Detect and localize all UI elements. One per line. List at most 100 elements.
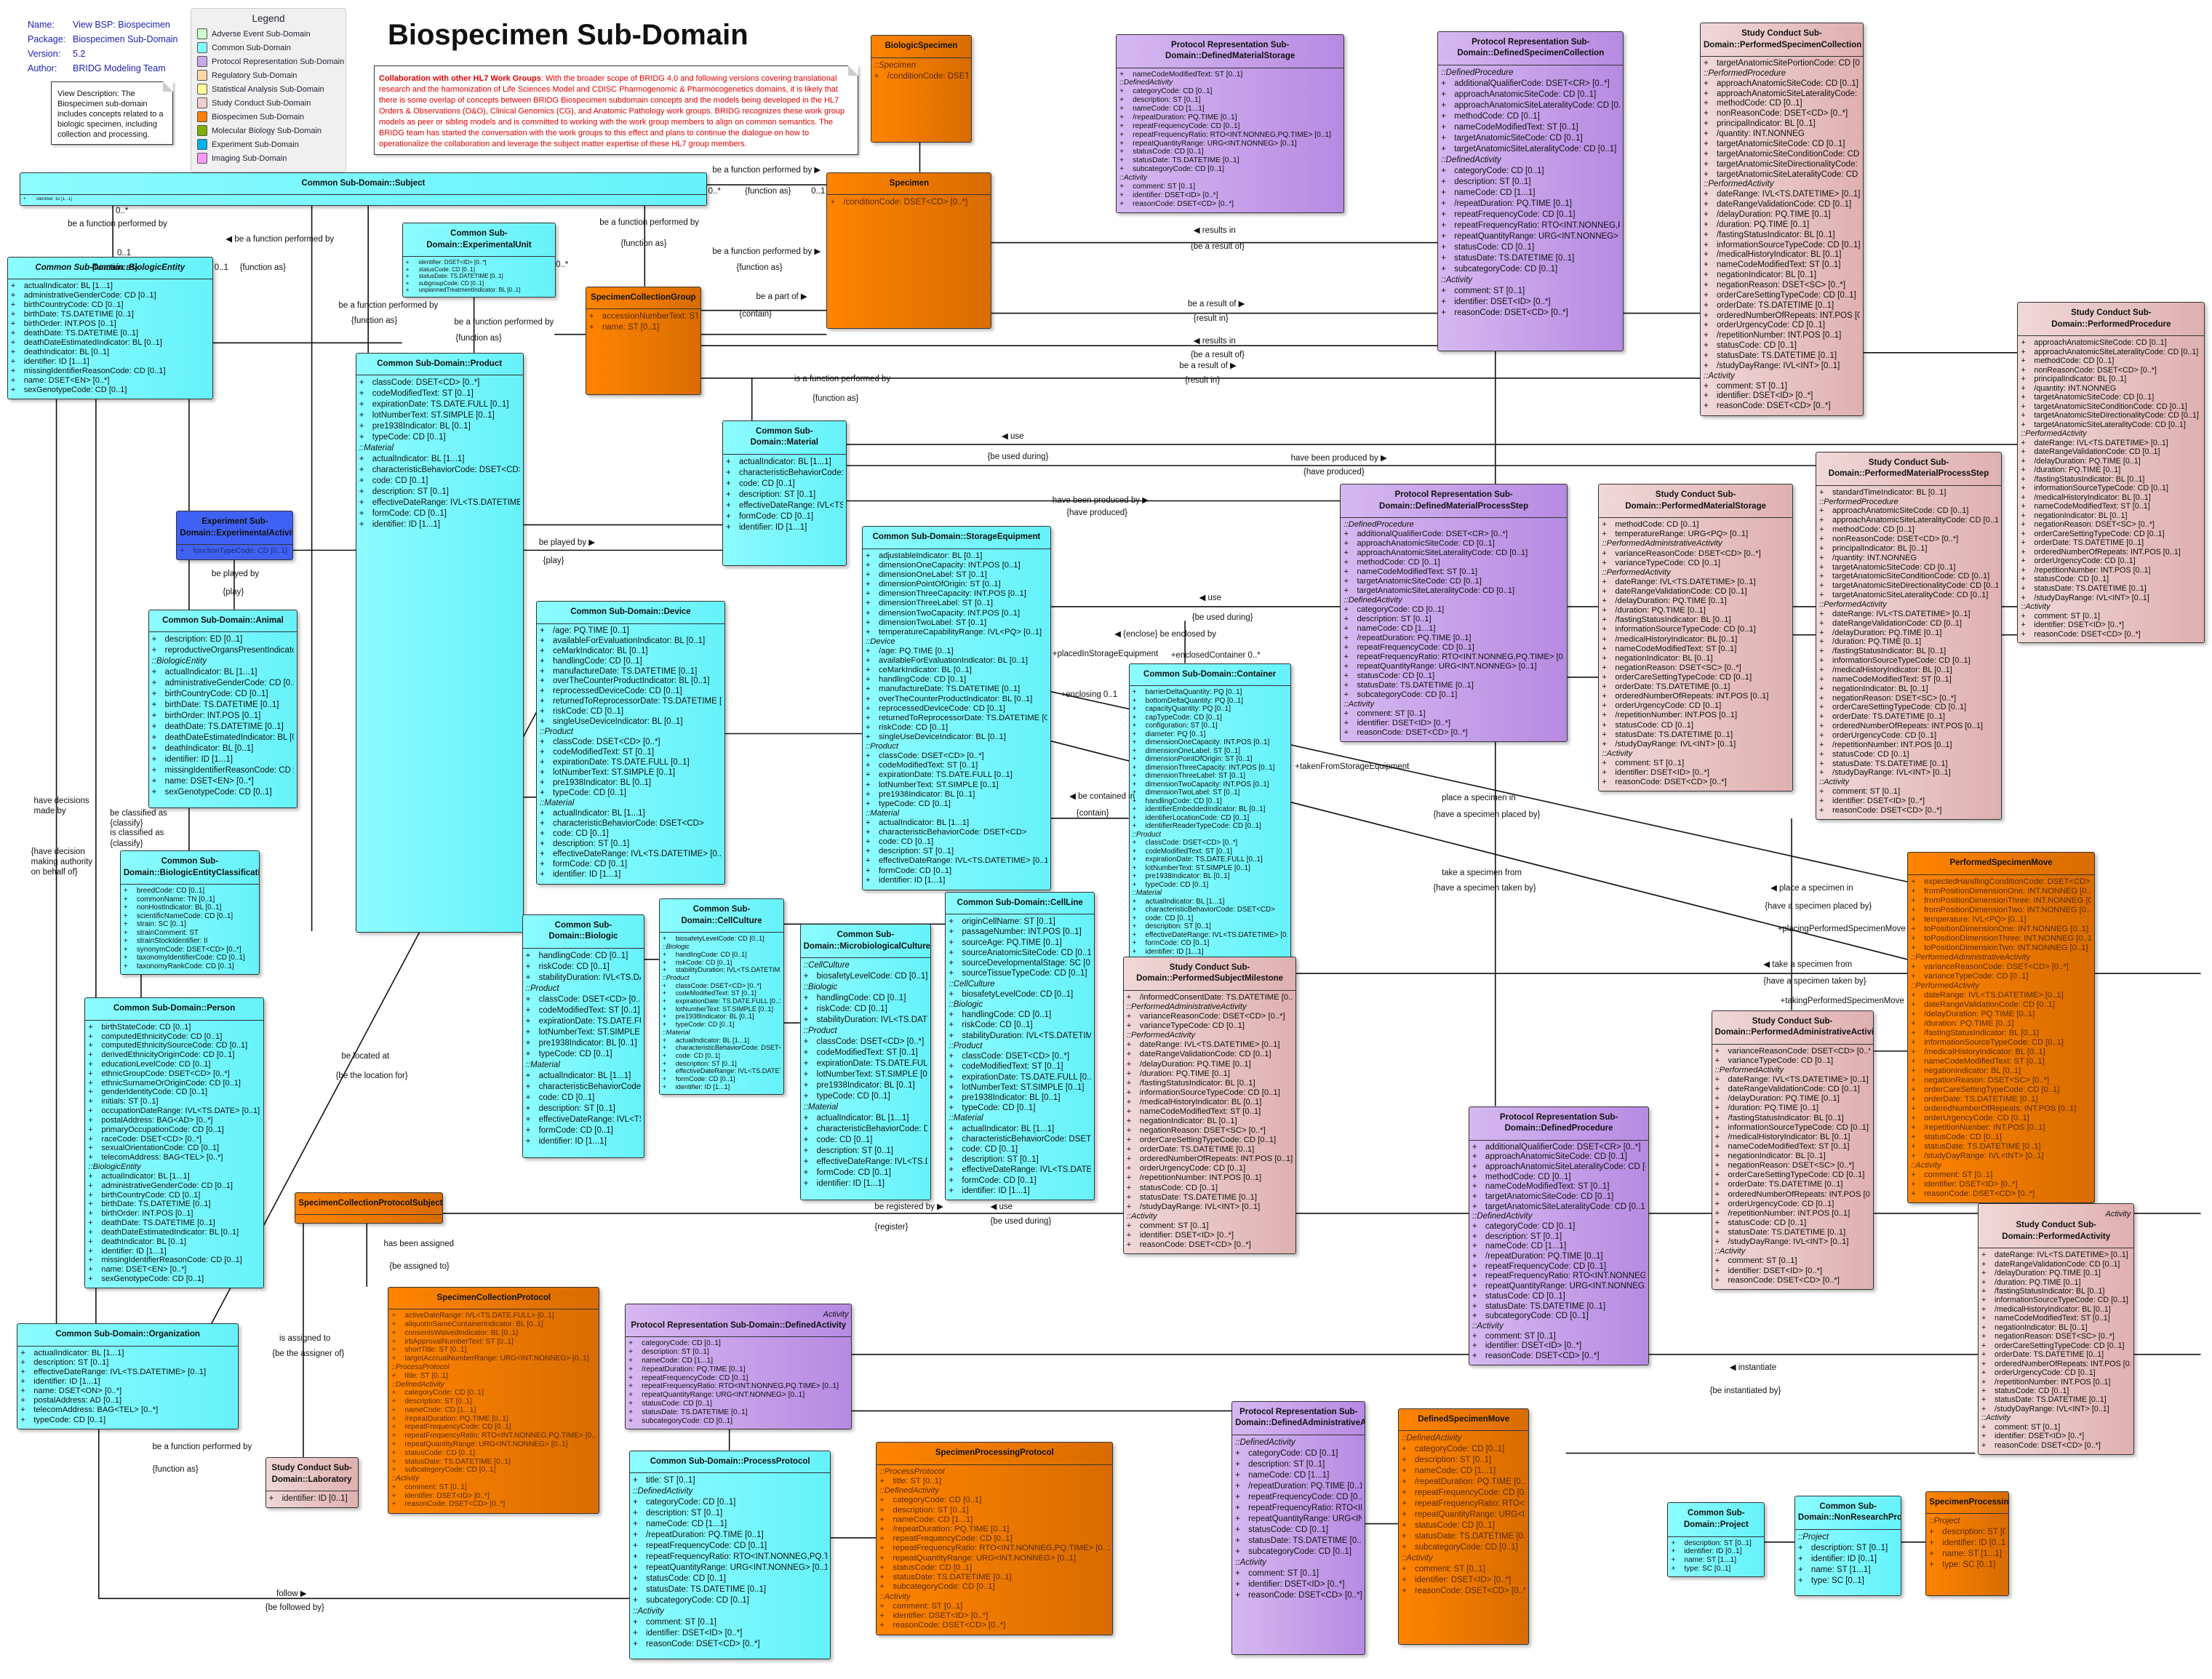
class-defined-procedure[interactable]: Protocol Representation Sub-Domain::Defi…	[1468, 1106, 1650, 1366]
attribute: +negationReason: DSET<SC> [0..*]	[1911, 1076, 2091, 1085]
attribute: +birthOrder: INT.POS [0..1]	[88, 1209, 260, 1219]
inherited-section-label: ::CellCulture	[949, 979, 995, 989]
attribute: +classCode: DSET<CD> [0..*]	[540, 738, 722, 748]
attribute-text: codeModifiedText: ST [0..1]	[552, 748, 655, 757]
class-device[interactable]: Common Sub-Domain::Device+/age: PQ.TIME …	[535, 601, 725, 885]
visibility-public: +	[1472, 1162, 1477, 1171]
visibility-public: +	[2021, 492, 2026, 502]
class-defined-material-process-step[interactable]: Protocol Representation Sub-Domain::Defi…	[1340, 484, 1568, 743]
class-biologic[interactable]: Common Sub-Domain::Biologic+handlingCode…	[522, 914, 645, 1159]
attribute: +expirationDate: TS.DATE.FULL [0..1]	[359, 399, 520, 410]
class-project[interactable]: Common Sub-Domain::Project+description: …	[1667, 1502, 1765, 1578]
attribute: +negationIndicator: BL [0..1]	[1981, 1323, 2131, 1332]
inherited-section-label: ::DefinedActivity	[391, 1380, 444, 1389]
class-performed-administrative-activity[interactable]: Study Conduct Sub-Domain::PerformedAdmin…	[1711, 1010, 1874, 1290]
attribute: +additionalQualifierCode: DSET<CR> [0..*…	[1441, 79, 1620, 89]
class-defined-material-storage[interactable]: Protocol Representation Sub-Domain::Defi…	[1116, 33, 1345, 213]
attribute: +effectiveDateRange: IVL<TS.DATETIME> [0…	[949, 1165, 1091, 1175]
class-person[interactable]: Common Sub-Domain::Person+birthStateCode…	[84, 997, 264, 1288]
attribute-text: /medicalHistoryIndicator: BL [0..1]	[1924, 1047, 2045, 1056]
attribute: +availableForEvaluationIndicator: BL [0.…	[540, 637, 722, 647]
attribute-text: stabilityDuration: IVL<TS.DATETIME> [0..…	[538, 973, 642, 982]
class-biologic-entity-classification[interactable]: Common Sub-Domain::BiologicEntityClassif…	[119, 850, 260, 976]
attribute-list: +/conditionCode: DSET<CD> [0..*]	[827, 195, 991, 328]
visibility-public: +	[539, 687, 545, 696]
attribute: +description: ST [0..1]	[1441, 177, 1620, 188]
visibility-public: +	[1132, 780, 1137, 789]
visibility-public: +	[1126, 1230, 1132, 1240]
class-specimen-collection-group[interactable]: SpecimenCollectionGroup+accessionNumberT…	[585, 286, 701, 396]
visibility-public: +	[662, 1013, 667, 1021]
class-performed-material-storage[interactable]: Study Conduct Sub-Domain::PerformedMater…	[1598, 484, 1794, 792]
attribute: +methodCode: CD [0..1]	[1704, 99, 1860, 109]
attribute-text: orderCareSettingTypeCode: CD [0..1]	[1995, 1341, 2125, 1350]
class-specimen-processing[interactable]: SpecimenProcessing::Project+description:…	[1925, 1491, 2009, 1596]
class-specimen-processing-protocol[interactable]: SpecimenProcessingProtocol::ProcessProto…	[876, 1442, 1114, 1635]
attribute: +dimensionThreeCapacity: INT.POS [0..1]	[866, 589, 1047, 599]
class-performed-procedure[interactable]: Study Conduct Sub-Domain::PerformedProce…	[2017, 302, 2205, 644]
attribute-text: orderDate: TS.DATETIME [0..1]	[1832, 712, 1945, 722]
class-cell-culture[interactable]: Common Sub-Domain::CellCulture+biosafety…	[658, 898, 785, 1096]
class-microbiological-culture[interactable]: Common Sub-Domain::MicrobiologicalCultur…	[799, 924, 932, 1201]
legend-label: Regulatory Sub-Domain	[212, 71, 298, 80]
attribute-text: description: ST [0..1]	[1414, 1456, 1492, 1465]
class-material[interactable]: Common Sub-Domain::Material+actualIndica…	[722, 420, 847, 566]
attribute: +characteristicBehaviorCode: DSET<CD>	[540, 819, 722, 829]
attribute-text: pre1938Indicator: BL [0..1]	[538, 1038, 637, 1048]
attribute: +actualIndicator: BL [1...1]	[949, 1124, 1091, 1134]
attribute-text: functionTypeCode: CD [0..1]	[193, 547, 287, 556]
attribute: +methodCode: CD [0..1]	[2021, 356, 2201, 366]
visibility-public: +	[2021, 438, 2026, 447]
visibility-public: +	[539, 748, 545, 757]
class-laboratory[interactable]: Study Conduct Sub-Domain::Laboratory+ide…	[265, 1457, 359, 1509]
attribute-text: irbApprovalNumberText: ST [0..1]	[404, 1337, 514, 1346]
class-non-research-project[interactable]: Common Sub-Domain::NonResearchProject::P…	[1794, 1495, 1902, 1596]
class-experimental-unit[interactable]: Common Sub-Domain::ExperimentalUnit+iden…	[402, 223, 556, 298]
attribute: +code: CD [0..1]	[866, 837, 1047, 847]
class-performed-subject-milestone[interactable]: Study Conduct Sub-Domain::PerformedSubje…	[1122, 956, 1297, 1255]
class-product[interactable]: Common Sub-Domain::Product+classCode: DS…	[355, 352, 524, 933]
visibility-public: +	[1235, 1547, 1240, 1556]
class-organization[interactable]: Common Sub-Domain::Organization+actualIn…	[17, 1323, 239, 1429]
attribute: +comment: ST [0..1]	[879, 1602, 1109, 1611]
class-defined-specimen-collection[interactable]: Protocol Representation Sub-Domain::Defi…	[1437, 31, 1624, 351]
visibility-public: +	[865, 828, 871, 837]
class-biologic-specimen[interactable]: BiologicSpecimen::Specimen+/conditionCod…	[870, 35, 973, 143]
attribute: +ethnicSurnameOrOriginCode: CD [0..1]	[88, 1079, 260, 1088]
visibility-public: +	[1126, 1136, 1132, 1145]
attribute: +nameCodeModifiedText: ST [0..1]	[1441, 122, 1620, 133]
class-defined-administrative-activity[interactable]: Protocol Representation Sub-Domain::Defi…	[1231, 1400, 1366, 1655]
class-defined-specimen-move[interactable]: DefinedSpecimenMove::DefinedActivity+cat…	[1397, 1408, 1530, 1646]
class-title: Common Sub-Domain::CellCulture	[681, 905, 762, 925]
attribute-text: codeModifiedText: ST [0..1]	[816, 1048, 918, 1058]
visibility-public: +	[628, 1339, 634, 1348]
attribute-text: typeCode: CD [0..1]	[538, 1049, 612, 1058]
class-storage-equipment[interactable]: Common Sub-Domain::StorageEquipment+adju…	[861, 526, 1051, 890]
class-experimental-activity-item[interactable]: Experiment Sub-Domain::ExperimentalActiv…	[176, 511, 294, 560]
visibility-public: +	[539, 788, 545, 797]
class-specimen[interactable]: Specimen+/conditionCode: DSET<CD> [0..*]	[826, 172, 992, 329]
attribute-text: riskCode: CD [0..1]	[675, 958, 732, 966]
class-container[interactable]: Common Sub-Domain::Container+barrierDelt…	[1128, 663, 1291, 961]
association-label: {classify}	[110, 818, 143, 828]
class-performed-specimen-move[interactable]: PerformedSpecimenMove+expectedHandlingCo…	[1907, 852, 2096, 1204]
class-performed-material-process-step[interactable]: Study Conduct Sub-Domain::PerformedMater…	[1816, 451, 2003, 820]
attribute: +additionalQualifierCode: DSET<CR> [0..*…	[1343, 530, 1563, 539]
class-process-protocol[interactable]: Common Sub-Domain::ProcessProtocol+title…	[628, 1450, 831, 1659]
attribute-text: /delayDuration: PQ.TIME [0..1]	[1716, 210, 1831, 219]
class-cell-line[interactable]: Common Sub-Domain::CellLine+originCellNa…	[945, 891, 1095, 1201]
visibility-public: +	[1602, 615, 1607, 625]
class-biologic-entity[interactable]: Common Sub-Domain::BiologicEntity+actual…	[7, 256, 213, 399]
attribute-text: /conditionCode: DSET<CD> [0..*]	[843, 198, 968, 207]
class-performed-specimen-collection[interactable]: Study Conduct Sub-Domain::PerformedSpeci…	[1699, 23, 1864, 417]
visibility-public: +	[865, 570, 871, 580]
class-specimen-collection-protocol[interactable]: SpecimenCollectionProtocol+activeDateRan…	[388, 1286, 600, 1515]
visibility-public: +	[1819, 618, 1824, 628]
attribute-text: toPositionDimensionOne: INT.NONNEG [0..1…	[1924, 924, 2089, 933]
class-animal[interactable]: Common Sub-Domain::Animal+description: E…	[148, 609, 298, 809]
class-specimen-collection-protocol-subject[interactable]: SpecimenCollectionProtocolSubject	[295, 1192, 444, 1224]
attribute-text: identifier: ID [1...1]	[962, 1186, 1030, 1195]
class-subject[interactable]: Common Sub-Domain::Subject+identifier: I…	[20, 172, 707, 207]
